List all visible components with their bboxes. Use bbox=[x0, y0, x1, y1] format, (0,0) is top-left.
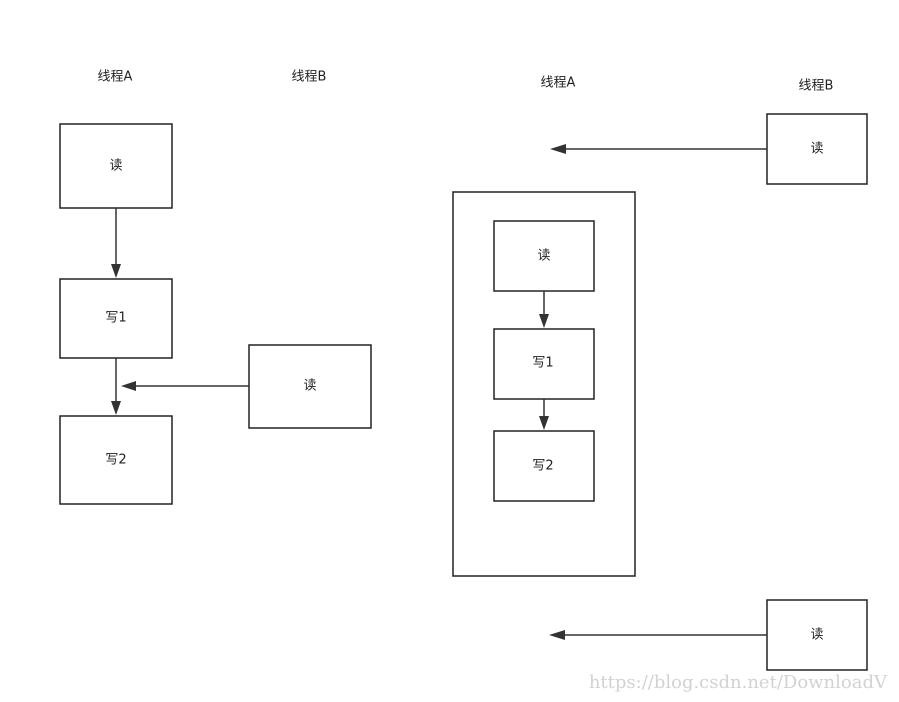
left-read-box bbox=[59, 123, 173, 209]
left-write1-label: 写1 bbox=[105, 311, 126, 326]
arrowhead-left-icon bbox=[549, 630, 565, 640]
left-write2-box bbox=[59, 415, 173, 505]
right-arrow-write1-to-write2 bbox=[539, 399, 549, 430]
arrowhead-down-icon bbox=[539, 314, 549, 328]
left-arrow-thread-b-to-thread-a bbox=[121, 381, 249, 391]
right-write2-node: 写2 bbox=[493, 430, 595, 502]
right-thread-b-bottom-read-node: 读 bbox=[766, 599, 868, 671]
left-read-label: 读 bbox=[109, 159, 122, 174]
right-read-node: 读 bbox=[493, 220, 595, 292]
arrowhead-down-icon bbox=[111, 401, 121, 415]
watermark-text: https://blog.csdn.net/DownloadV bbox=[589, 672, 888, 693]
right-thread-b-heading: 线程B bbox=[799, 79, 834, 94]
right-thread-b-top-read-label: 读 bbox=[810, 142, 823, 157]
right-read-label: 读 bbox=[537, 249, 550, 264]
right-diagram: 线程A 线程B 读 写1 写2 bbox=[452, 76, 868, 671]
left-thread-b-read-node: 读 bbox=[248, 344, 372, 429]
right-write2-label: 写2 bbox=[532, 459, 553, 474]
left-arrow-read-to-write1 bbox=[111, 208, 121, 278]
left-thread-b-read-box bbox=[248, 344, 372, 429]
right-read-box bbox=[493, 220, 595, 292]
right-arrow-thread-b-top bbox=[550, 144, 767, 154]
right-arrow-thread-b-bottom bbox=[549, 630, 767, 640]
arrowhead-left-icon bbox=[550, 144, 566, 154]
right-thread-b-top-read-node: 读 bbox=[766, 113, 868, 185]
right-write1-node: 写1 bbox=[493, 328, 595, 400]
left-diagram: 线程A 线程B 读 写1 写2 读 bbox=[59, 70, 372, 505]
left-write2-label: 写2 bbox=[105, 453, 126, 468]
left-thread-b-heading: 线程B bbox=[292, 70, 327, 85]
right-thread-b-top-read-box bbox=[766, 113, 868, 185]
right-thread-a-block-frame bbox=[452, 191, 636, 577]
arrowhead-down-icon bbox=[111, 264, 121, 278]
left-read-node: 读 bbox=[59, 123, 173, 209]
right-arrow-read-to-write1 bbox=[539, 291, 549, 328]
arrowhead-left-icon bbox=[121, 381, 136, 391]
right-thread-b-bottom-read-label: 读 bbox=[810, 628, 823, 643]
right-thread-a-heading: 线程A bbox=[541, 76, 576, 91]
left-thread-b-read-label: 读 bbox=[303, 379, 316, 394]
left-write1-node: 写1 bbox=[59, 278, 173, 359]
left-write2-node: 写2 bbox=[59, 415, 173, 505]
left-arrow-write1-to-write2 bbox=[111, 358, 121, 415]
arrowhead-down-icon bbox=[539, 416, 549, 430]
right-write1-label: 写1 bbox=[532, 356, 553, 371]
left-write1-box bbox=[59, 278, 173, 359]
right-write2-box bbox=[493, 430, 595, 502]
left-thread-a-heading: 线程A bbox=[98, 70, 133, 85]
